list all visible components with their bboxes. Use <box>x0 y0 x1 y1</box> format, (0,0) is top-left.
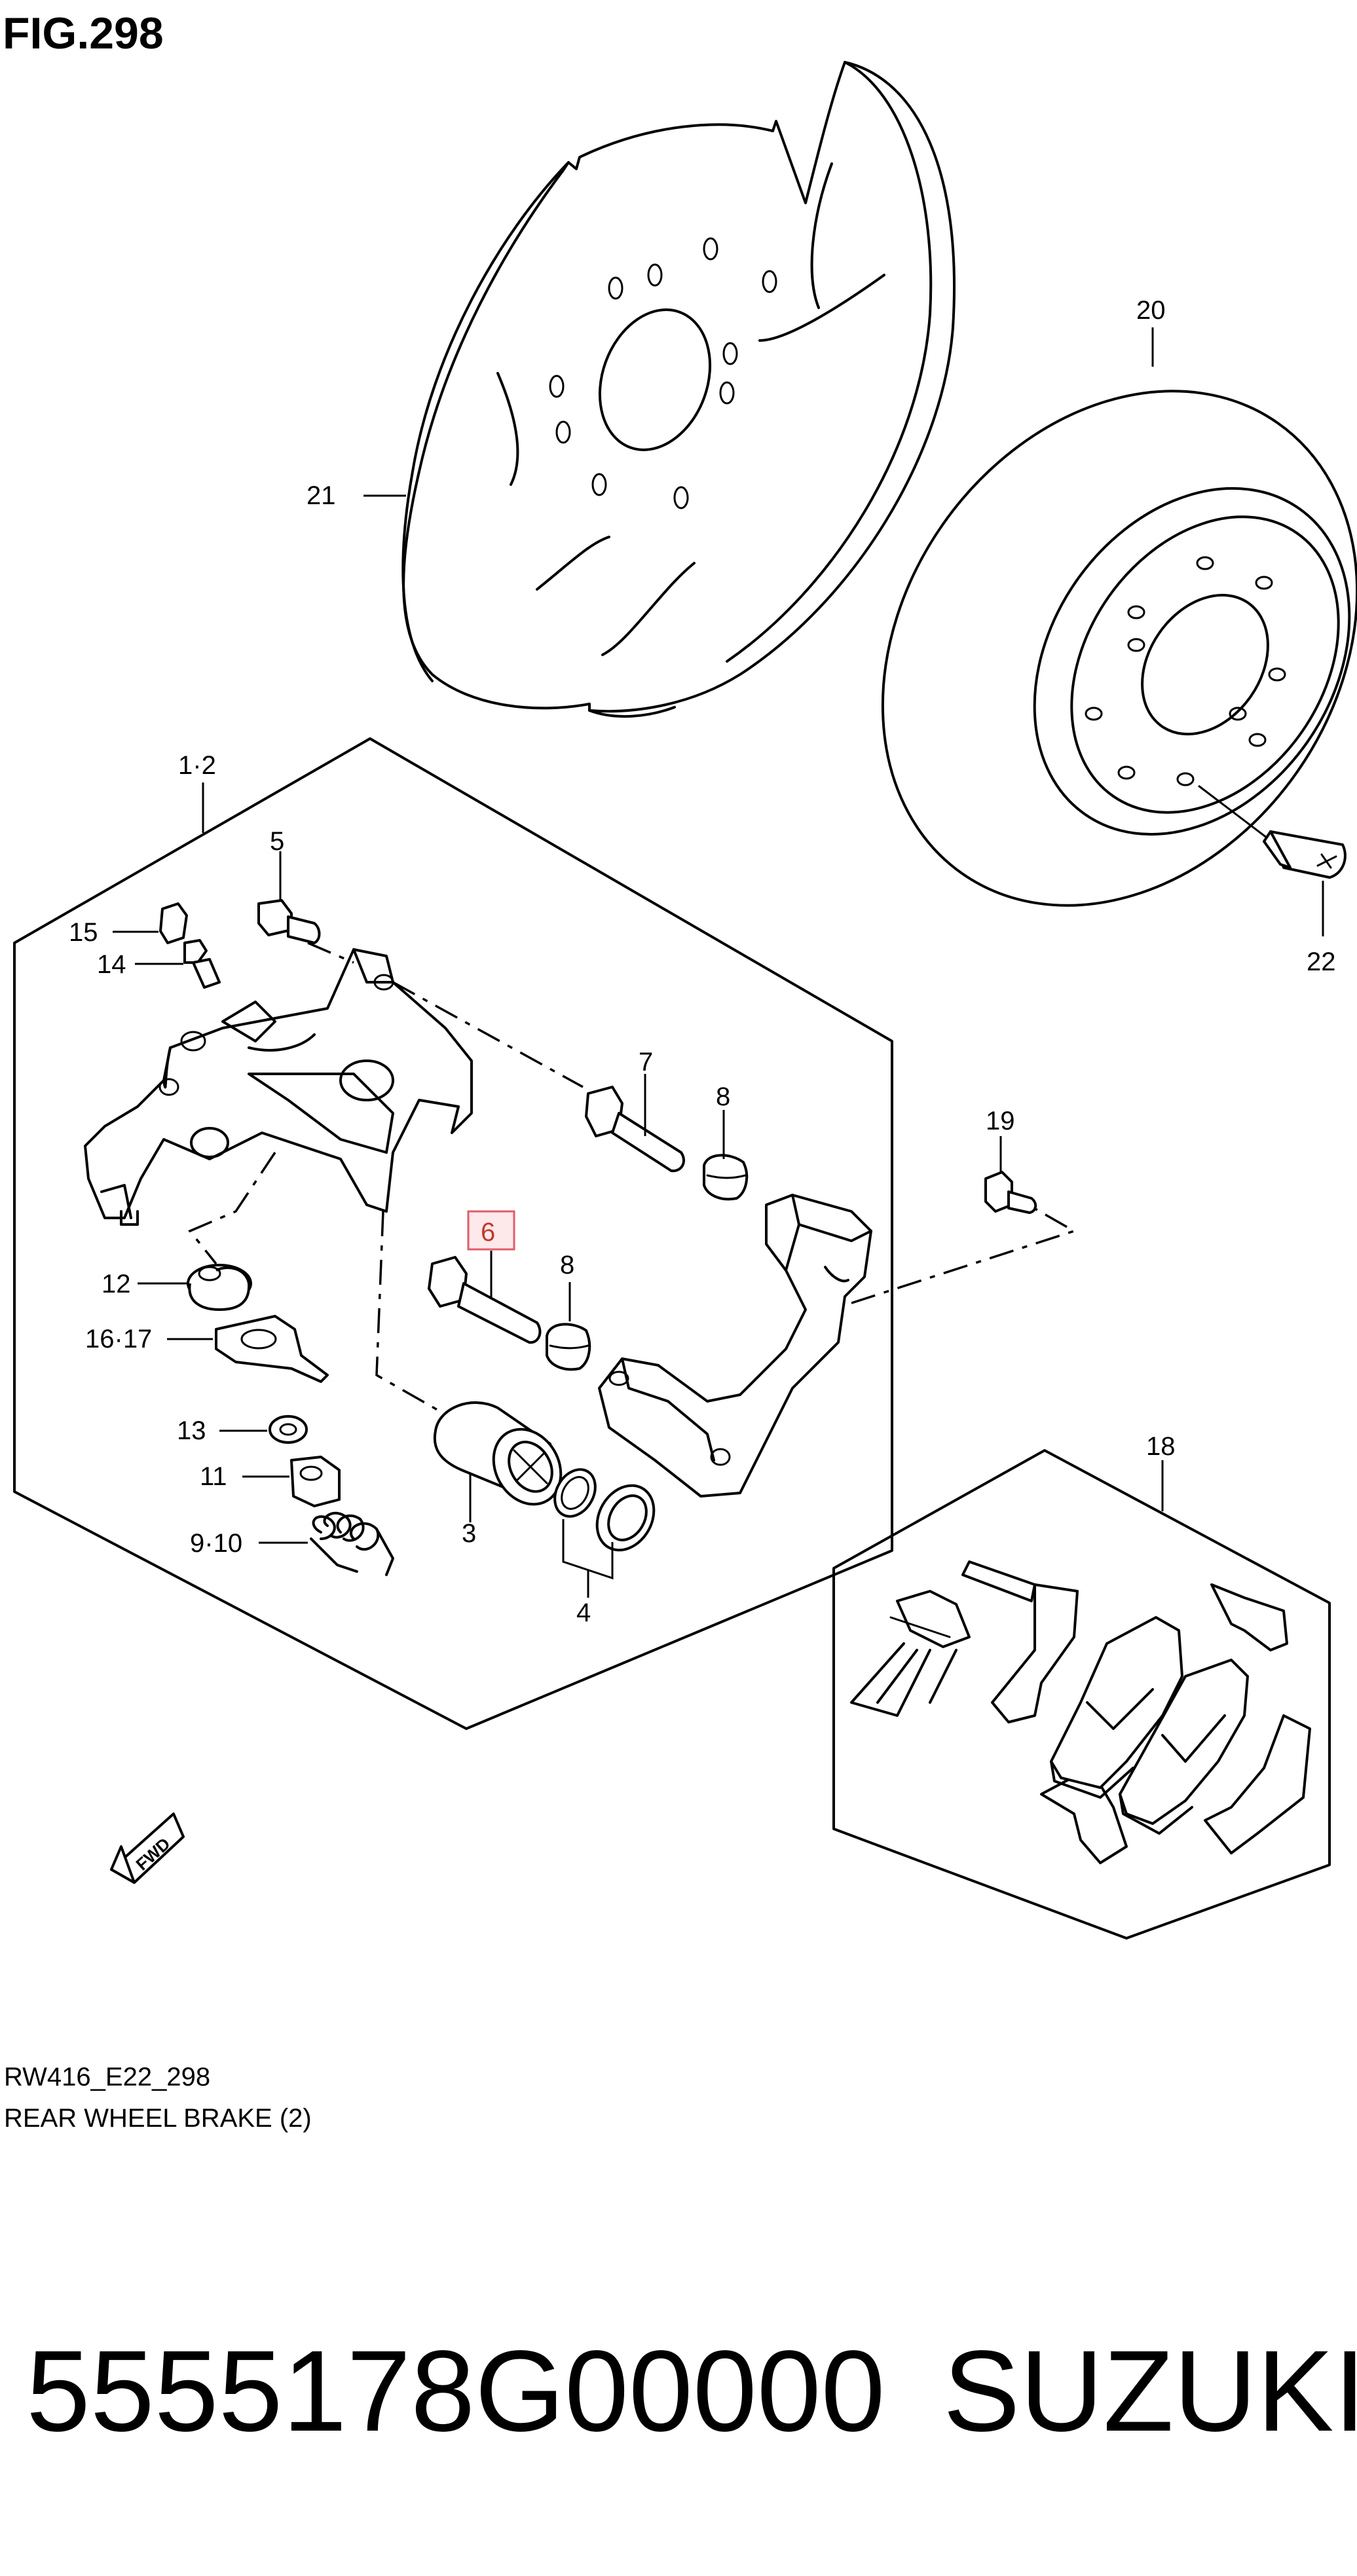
callout-13: 13 <box>177 1416 206 1445</box>
callout-21: 21 <box>307 481 336 510</box>
callout-7: 7 <box>639 1048 653 1076</box>
drawing-code: RW416_E22_298 <box>4 2063 210 2091</box>
bleeder-screw-part-14 <box>183 939 221 989</box>
callout-8-lower: 8 <box>560 1251 574 1279</box>
callout-20: 20 <box>1136 296 1166 325</box>
callout-14: 14 <box>97 950 126 979</box>
bolt-part-5 <box>257 899 321 944</box>
bolt-part-19 <box>984 1171 1037 1214</box>
pad-kit-frame <box>832 1449 1331 1940</box>
callout-6-highlight-box[interactable] <box>467 1210 515 1251</box>
callout-4: 4 <box>576 1598 591 1627</box>
callout-5: 5 <box>270 827 284 856</box>
boot-part-8-upper <box>703 1154 749 1201</box>
dust-shield-part-21 <box>401 61 956 718</box>
bleeder-cap-part-15 <box>159 902 188 944</box>
callout-12: 12 <box>102 1270 131 1298</box>
guide-pin-part-6 <box>428 1256 542 1344</box>
callout-9-10: 9·10 <box>190 1529 242 1558</box>
callout-18: 18 <box>1146 1432 1176 1461</box>
screw-part-22 <box>1198 784 1347 879</box>
figure-title: REAR WHEEL BRAKE (2) <box>4 2104 312 2133</box>
washer-part-13 <box>269 1415 308 1444</box>
callout-19: 19 <box>986 1107 1015 1135</box>
callout-6[interactable]: 6 <box>481 1218 495 1247</box>
assembly-line <box>375 1211 446 1416</box>
assembly-line <box>307 942 354 964</box>
spring-part-9-10 <box>310 1511 394 1576</box>
assembly-line <box>851 1204 1077 1304</box>
brake-pads-part-18 <box>850 1560 1311 1864</box>
guide-pin-part-7 <box>585 1086 685 1173</box>
callout-15: 15 <box>69 918 98 947</box>
bracket-plate-part-16-17 <box>215 1315 329 1383</box>
callout-8-upper: 8 <box>716 1082 730 1111</box>
part-number: 5555178G00000 <box>26 2327 885 2456</box>
callout-11: 11 <box>200 1462 227 1491</box>
callout-3: 3 <box>462 1519 476 1548</box>
nut-part-11 <box>290 1456 341 1507</box>
assembly-line <box>188 1152 276 1265</box>
brand-name: SUZUKI <box>943 2327 1357 2456</box>
seal-kit-part-4 <box>553 1468 656 1552</box>
callout-22: 22 <box>1307 948 1336 976</box>
callout-16-17: 16·17 <box>85 1325 152 1353</box>
brake-disc-part-20 <box>881 390 1357 907</box>
piston-part-3 <box>433 1401 563 1506</box>
forward-direction-arrow: FWD <box>110 1812 185 1884</box>
callout-1-2: 1·2 <box>178 751 216 780</box>
assembly-line <box>392 981 584 1088</box>
caliper-assembly-frame <box>13 737 893 1730</box>
boot-part-8-lower <box>546 1323 591 1371</box>
caliper-bracket <box>598 1194 872 1498</box>
caliper-body <box>84 948 473 1226</box>
figure-label: FIG.298 <box>3 9 164 58</box>
boot-part-12 <box>187 1264 252 1311</box>
